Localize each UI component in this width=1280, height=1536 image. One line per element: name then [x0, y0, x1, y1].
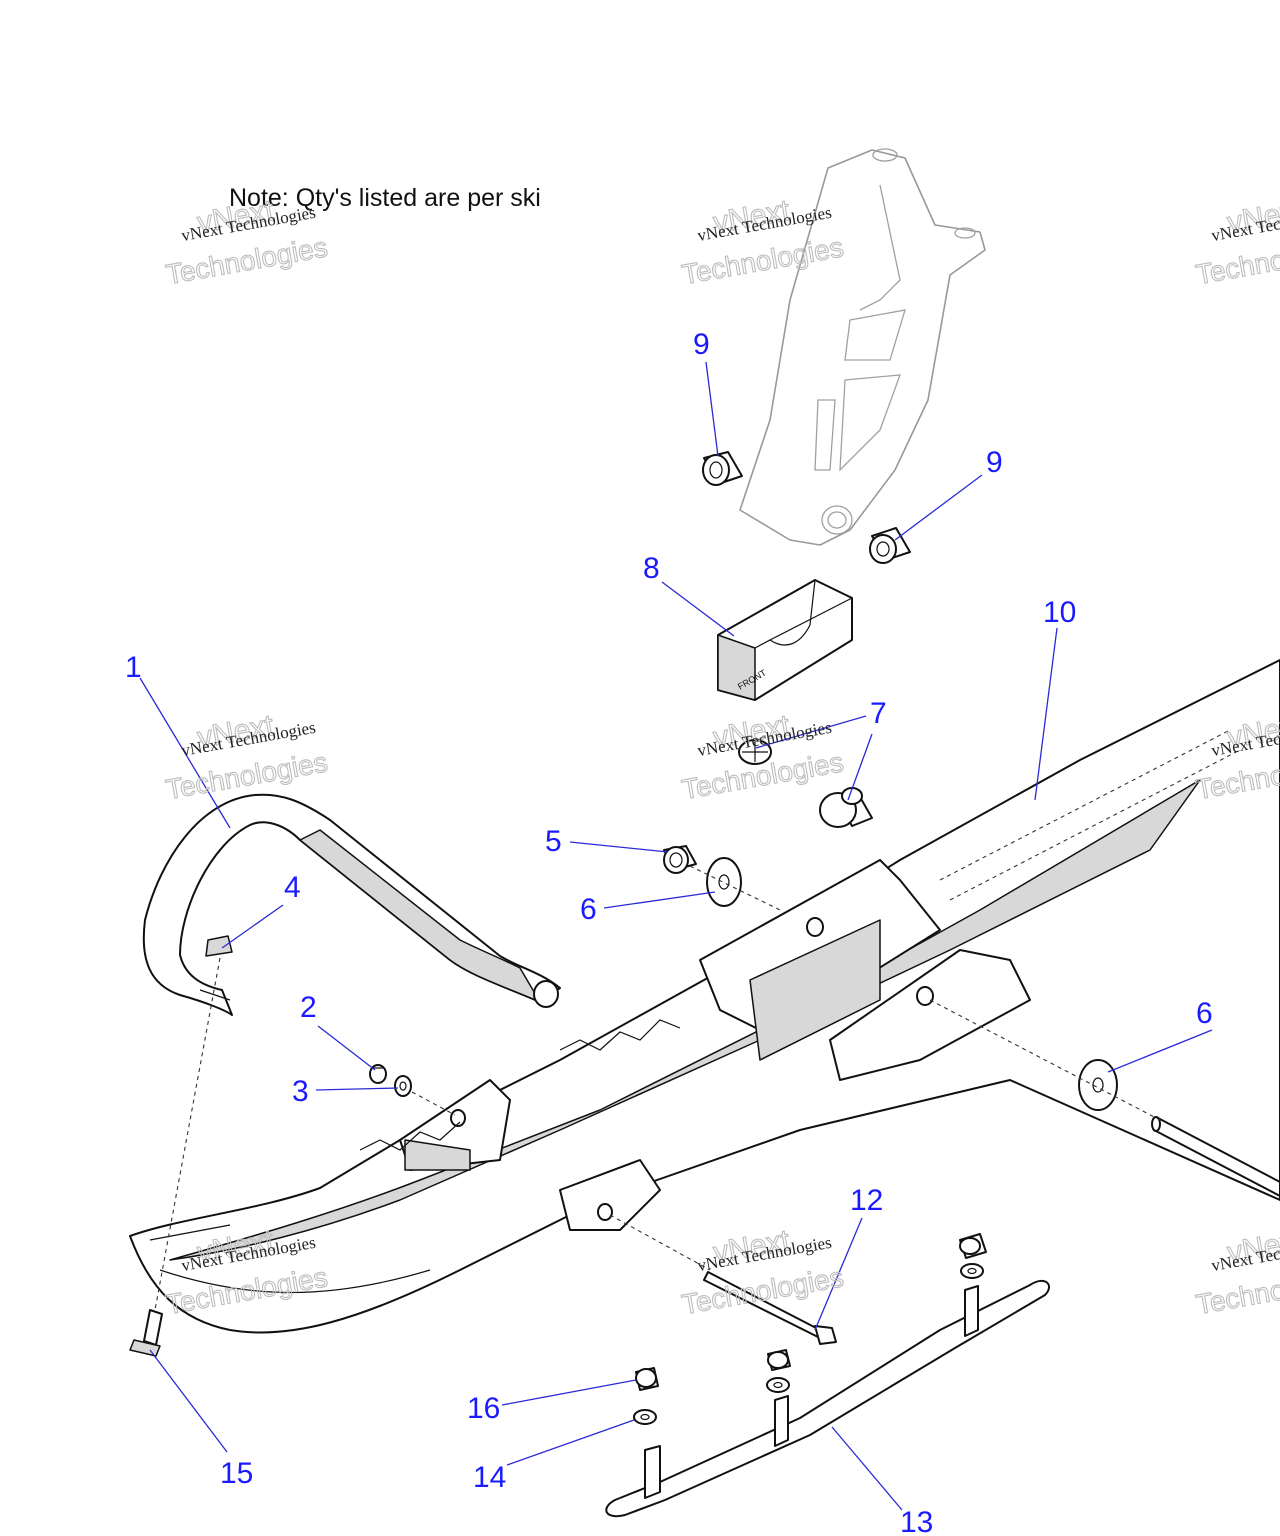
note-text: Note: Qty's listed are per ski: [229, 184, 541, 212]
bushing-5: [663, 845, 697, 874]
bushing-9-left: [702, 451, 743, 486]
watermark-8: vNext vNext Technologies Technologies: [679, 1223, 846, 1320]
callout-3: 3: [292, 1075, 309, 1108]
assembly-line-front: [411, 1091, 456, 1116]
assembly-line-upper: [689, 865, 781, 911]
callout-1: 1: [125, 651, 142, 684]
callout-7: 7: [870, 697, 887, 730]
spacer-7: [819, 787, 873, 828]
ski-handle-1: [142, 793, 561, 1016]
spindle-outline: [739, 148, 986, 546]
washer-6-lower: [1078, 1059, 1118, 1111]
watermark-5: vNext vNext Technologies Technologies: [679, 708, 846, 805]
bolt-12: [703, 1271, 837, 1345]
ski-10: [129, 659, 1280, 1334]
watermark-9: vNext vNext Technologies Technologies: [1193, 1223, 1280, 1320]
washer-14: [633, 1409, 657, 1425]
assembly-line-axle: [929, 999, 1161, 1121]
washer-3: [394, 1075, 412, 1097]
cap-4: [205, 935, 233, 957]
callout-15: 15: [220, 1457, 253, 1490]
bumper-block-8: FRONT: [717, 579, 853, 701]
callout-6-upper: 6: [580, 893, 597, 926]
callout-13: 13: [900, 1506, 933, 1536]
callout-14: 14: [473, 1461, 506, 1494]
callout-9-left: 9: [693, 328, 710, 361]
watermark-3: vNext vNext Technologies Technologies: [1193, 193, 1280, 290]
callout-5: 5: [545, 825, 562, 858]
pin-15: [129, 1309, 163, 1357]
callout-4: 4: [284, 871, 301, 904]
nut-16: [635, 1367, 659, 1391]
callout-6-lower: 6: [1196, 997, 1213, 1030]
callout-9-right: 9: [986, 446, 1003, 479]
callout-2: 2: [300, 991, 317, 1024]
axle-shaft: [1151, 1116, 1280, 1197]
callout-16: 16: [467, 1392, 500, 1425]
callout-12: 12: [850, 1184, 883, 1217]
runner-nut-right: [959, 1233, 987, 1279]
leader-lines: [139, 361, 1213, 1511]
carbide-runner-13: [605, 1279, 1050, 1518]
washer-6-upper: [706, 857, 742, 907]
callout-8: 8: [643, 552, 660, 585]
callout-10: 10: [1043, 596, 1076, 629]
assembly-line-pin: [154, 957, 221, 1311]
watermark-1: vNext vNext Technologies Technologies: [163, 193, 330, 290]
watermark-4: vNext vNext Technologies Technologies: [163, 708, 330, 805]
assembly-line-bolt: [609, 1214, 711, 1271]
runner-nut-middle: [766, 1349, 791, 1393]
